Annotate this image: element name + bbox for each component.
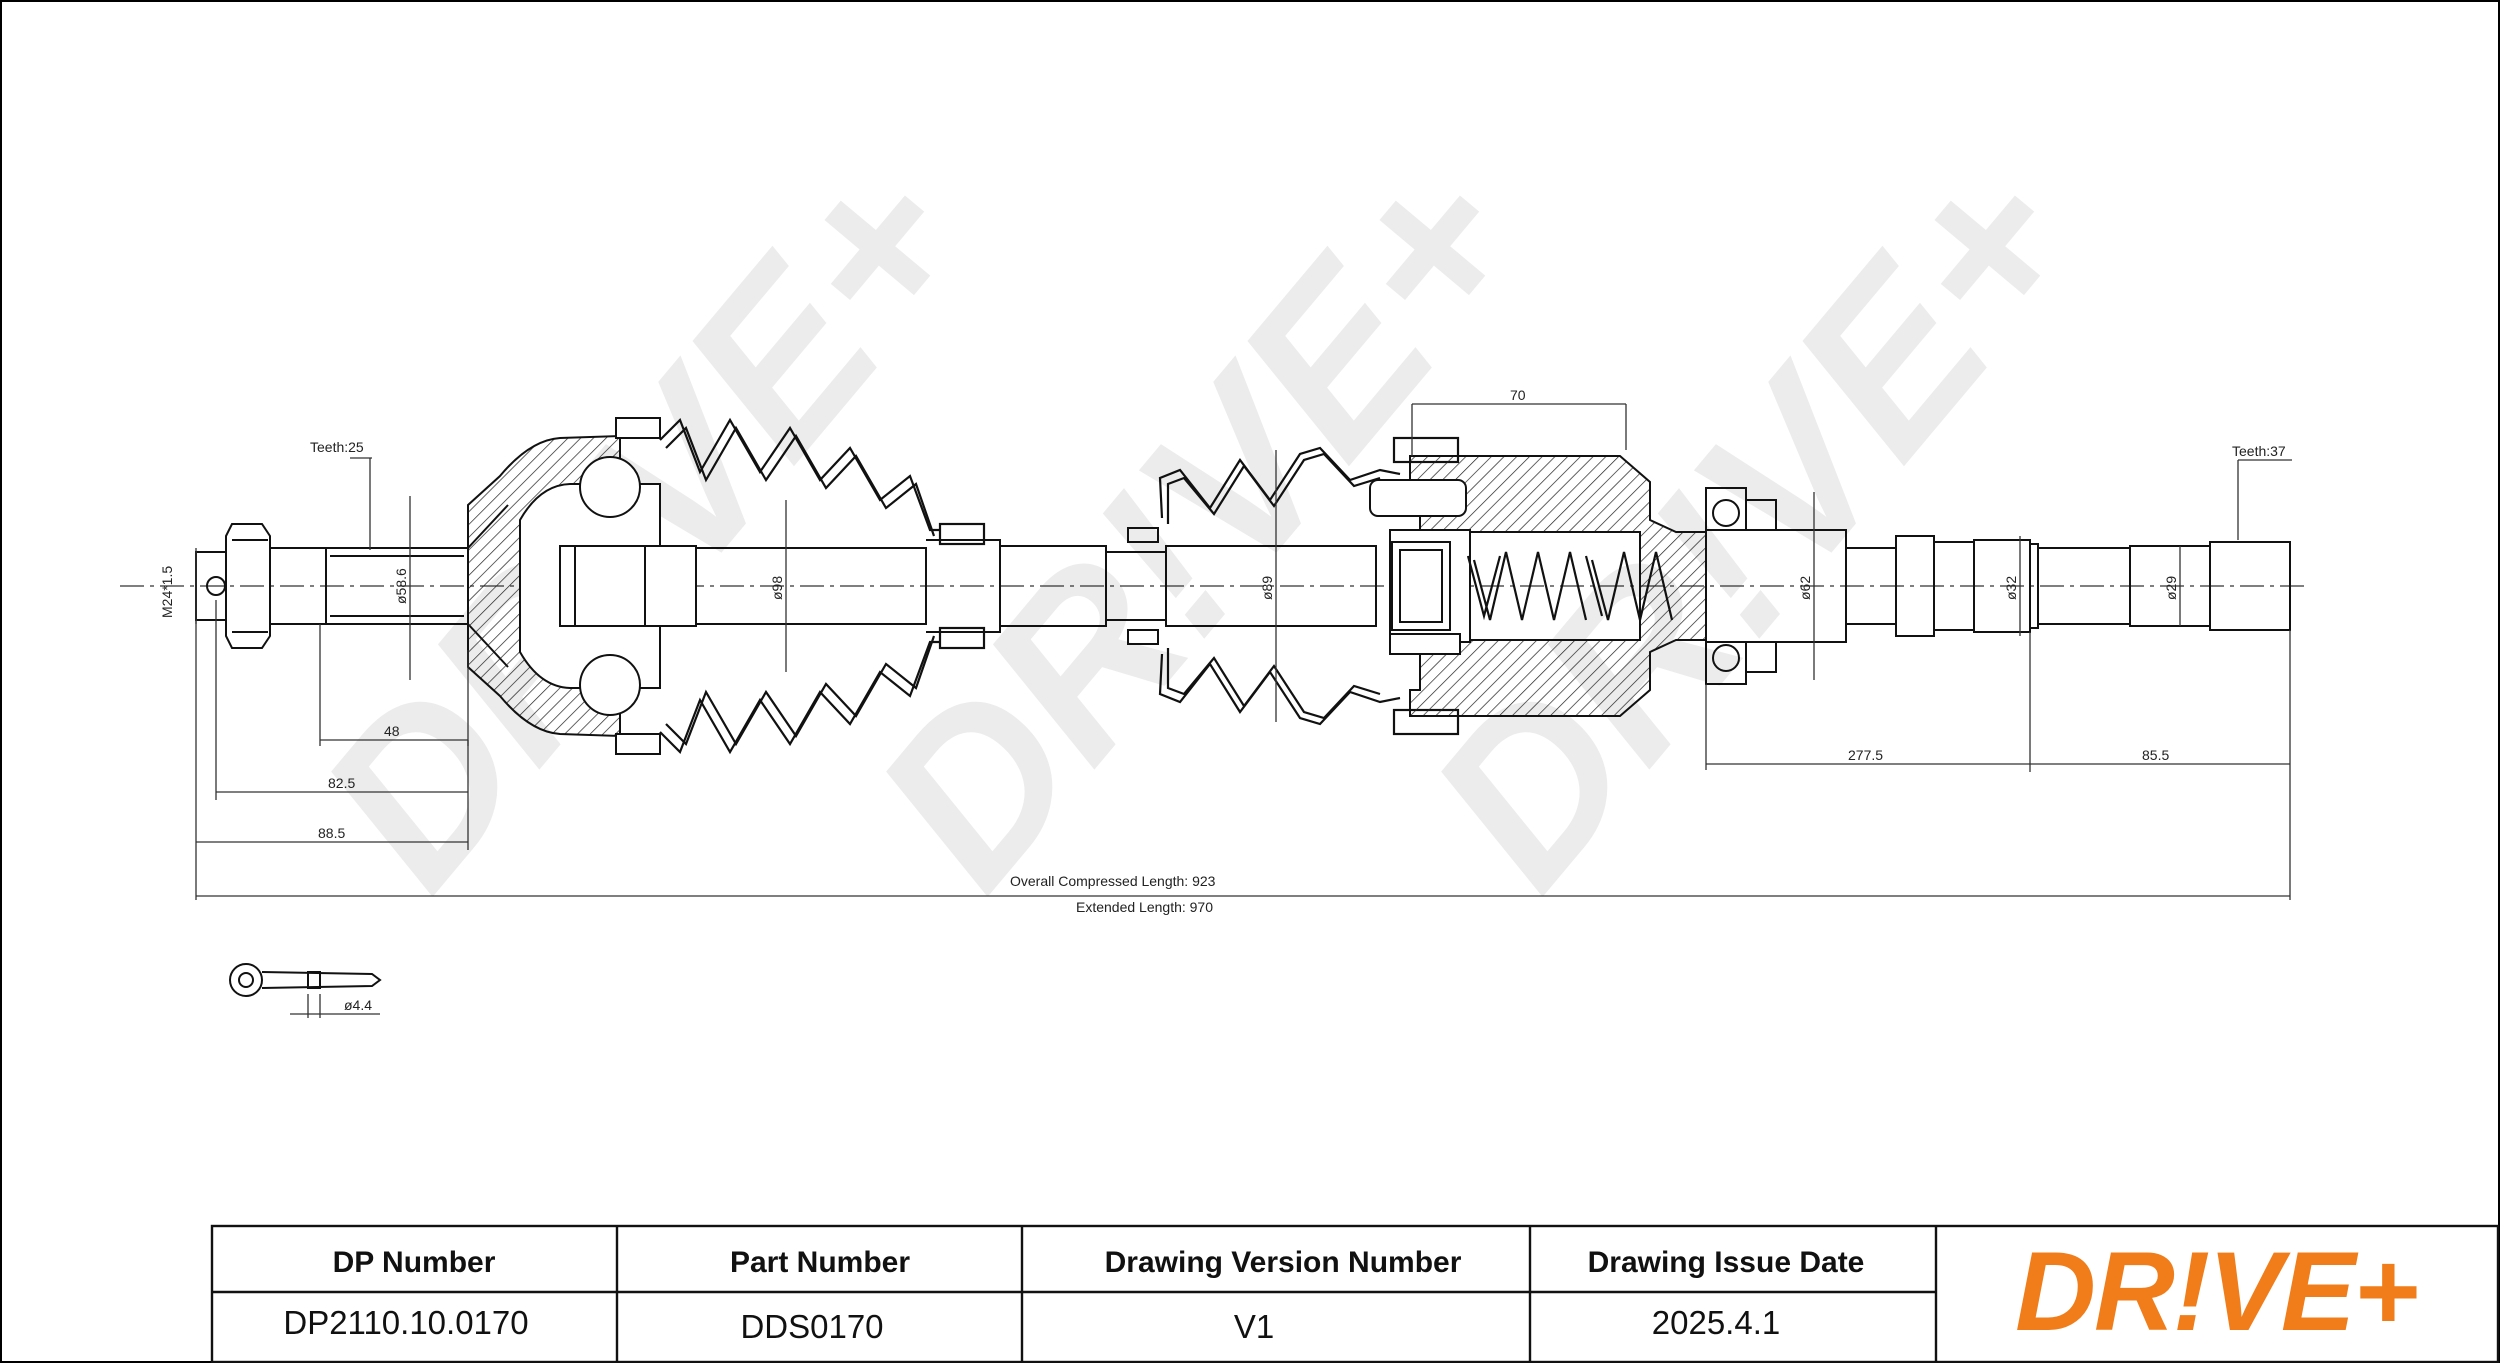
value-issue-date: 2025.4.1 (1652, 1304, 1780, 1341)
main-shaft (695, 527, 1377, 645)
value-drawing-version: V1 (1234, 1308, 1274, 1345)
header-dp-number: DP Number (333, 1246, 496, 1279)
inner-boot (1158, 436, 1460, 736)
value-part-number: DDS0170 (740, 1308, 883, 1345)
label-extended: Extended Length: 970 (1076, 899, 1213, 915)
label-thread: M24*1.5 (159, 566, 175, 618)
value-dp-number: DP2110.10.0170 (283, 1304, 528, 1341)
label-teeth-right: Teeth:37 (2232, 443, 2286, 459)
title-block-text: DP Number Part Number Drawing Version Nu… (283, 1246, 1864, 1345)
label-dia-62: ø62 (1797, 576, 1813, 600)
inner-stub-shaft (1705, 487, 2291, 685)
dimension-labels: Teeth:25 Teeth:37 M24*1.5 ø58.6 ø98 ø89 … (159, 387, 2286, 1013)
label-dim-277-5: 277.5 (1848, 747, 1883, 763)
label-teeth-left: Teeth:25 (310, 439, 364, 455)
label-dia-89: ø89 (1259, 576, 1275, 600)
header-drawing-version: Drawing Version Number (1105, 1246, 1462, 1279)
inner-tripod-joint (1369, 455, 1707, 717)
label-dim-85-5: 85.5 (2142, 747, 2169, 763)
tripod-spring (1466, 551, 1674, 621)
header-issue-date: Drawing Issue Date (1588, 1246, 1865, 1279)
label-dia-pin: ø4.4 (344, 997, 372, 1013)
label-overall-compressed: Overall Compressed Length: 923 (1010, 873, 1216, 889)
label-dim-88-5: 88.5 (318, 825, 345, 841)
label-dim-82-5: 82.5 (328, 775, 355, 791)
cotter-pin (229, 963, 382, 997)
label-dim-48: 48 (384, 723, 400, 739)
header-part-number: Part Number (730, 1246, 910, 1279)
label-dia-29: ø29 (2163, 576, 2179, 600)
label-dim-70: 70 (1510, 387, 1526, 403)
outer-boot (659, 417, 986, 755)
title-block (210, 1224, 2500, 1364)
label-dia-98: ø98 (769, 576, 785, 600)
dimension-lines (195, 403, 2292, 1018)
brand-logo: DR!VE+ (2015, 1229, 2417, 1354)
label-dia-58-6: ø58.6 (393, 568, 409, 604)
outer-cv-joint (467, 417, 697, 755)
label-dia-32: ø32 (2003, 576, 2019, 600)
